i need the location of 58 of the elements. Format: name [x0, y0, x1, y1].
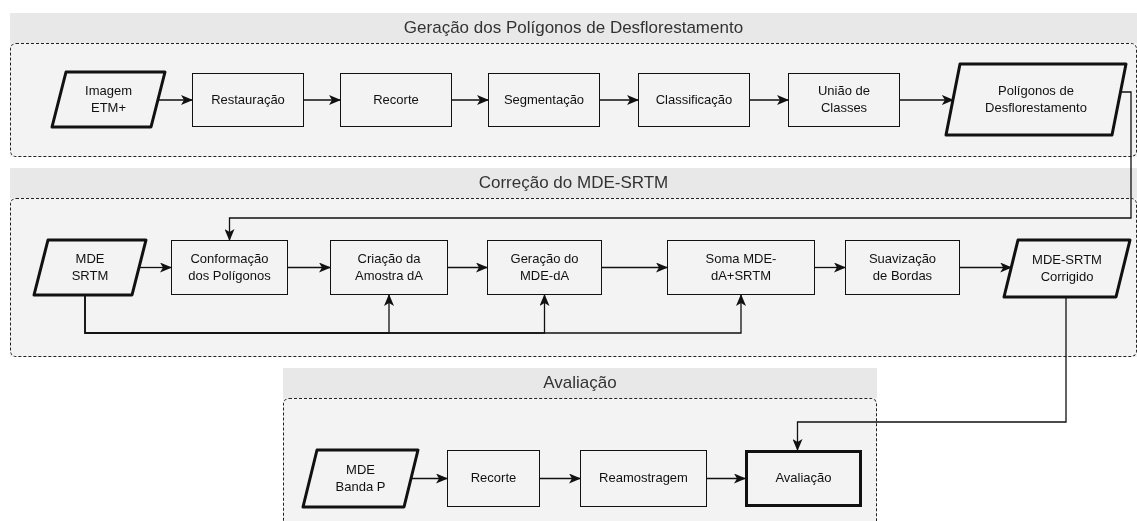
arrow [814, 262, 846, 273]
node-label: União de Classes [816, 83, 871, 117]
swimlane-panel [10, 13, 1137, 157]
arrow [539, 473, 581, 484]
data-parallelogram [52, 72, 165, 127]
process-box [447, 450, 540, 507]
swimlane-panel [10, 168, 1137, 357]
arrow [601, 262, 668, 273]
node-label: Soma MDE-dA+SRTM [704, 250, 778, 285]
lane-title: Geração dos Polígonos de Desflorestamento [10, 13, 1137, 43]
node-label: Imagem ETM+ [84, 82, 133, 117]
arrow [84, 294, 746, 334]
arrow [451, 95, 489, 105]
data-parallelogram [303, 450, 418, 507]
data-parallelogram [34, 240, 146, 295]
arrow [287, 262, 331, 273]
arrow [447, 262, 488, 273]
arrow [224, 91, 1132, 241]
node-label: MDE SRTM [70, 250, 110, 285]
arrow [706, 473, 746, 484]
data-parallelogram [946, 64, 1126, 135]
process-box [745, 450, 862, 507]
node-label: Classificação [654, 91, 734, 109]
node-label: MDE-SRTM Corrigido [1031, 251, 1103, 286]
node-label: Suavização de Bordas [867, 250, 938, 285]
node-label: Criação da Amostra dA [354, 250, 424, 285]
arrow [749, 95, 789, 105]
process-box [638, 73, 750, 127]
node-label: Restauração [210, 91, 286, 109]
node-label: Segmentação [502, 91, 586, 109]
node-label: Avaliação [774, 470, 833, 487]
process-box [487, 240, 602, 295]
node-label: Recorte [469, 470, 518, 487]
node-label: Conformação dos Polígonos [187, 250, 272, 285]
swimlane-panel [283, 368, 877, 521]
arrow [899, 95, 954, 105]
arrow [410, 473, 448, 484]
lane-title: Correção do MDE-SRTM [10, 168, 1137, 198]
process-box [845, 240, 960, 295]
process-box [788, 73, 900, 127]
process-box [488, 73, 600, 127]
process-box [330, 240, 448, 295]
node-label: Recorte [372, 91, 420, 109]
process-box [667, 240, 815, 295]
process-box [340, 73, 452, 127]
lane-title: Avaliação [283, 368, 877, 398]
arrow [303, 95, 341, 105]
data-parallelogram [1004, 240, 1130, 297]
process-box [580, 450, 707, 507]
node-label: Polígonos de Desflorestamento [984, 82, 1088, 117]
process-box [192, 73, 304, 127]
arrow [599, 95, 639, 105]
node-label: Geração do MDE-dA [509, 250, 580, 285]
process-box [171, 240, 288, 295]
node-label: Reamostragem [598, 470, 689, 487]
arrow [138, 262, 172, 273]
node-label: MDE Banda P [334, 461, 387, 496]
arrow [157, 95, 193, 105]
